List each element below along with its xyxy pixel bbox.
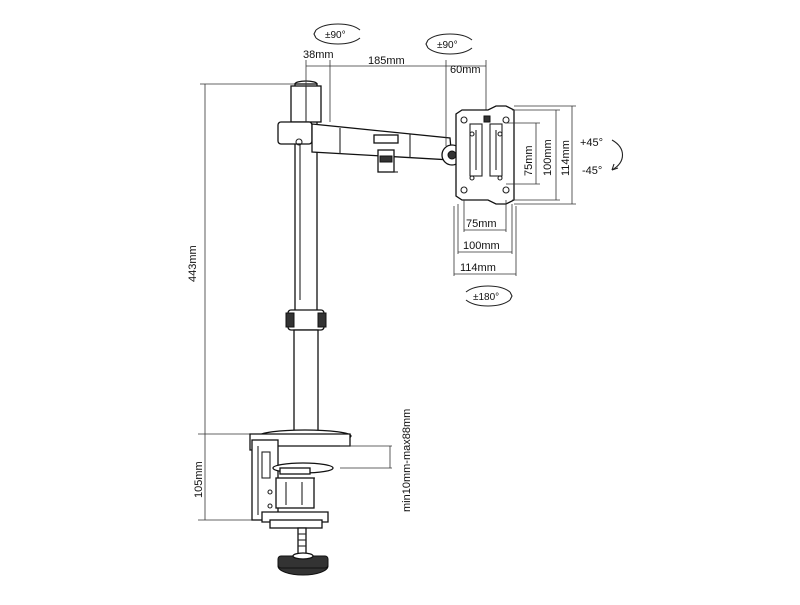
label-h100: 100mm: [463, 240, 500, 252]
label-v75: 75mm: [523, 145, 535, 176]
desk-clamp: [249, 429, 352, 576]
vesa-vertical-dimensions: 75mm 100mm 114mm: [506, 105, 576, 205]
label-clamp-range: min10mm-max88mm: [401, 409, 413, 512]
vesa-plate: [455, 105, 515, 205]
label-60mm: 60mm: [450, 64, 481, 76]
label-tilt-up: +45°: [580, 137, 603, 149]
label-h114: 114mm: [460, 262, 496, 274]
label-rot-arm: ±90°: [325, 30, 346, 41]
label-tilt-down: -45°: [582, 165, 602, 177]
clamp-range-dimension: min10mm-max88mm: [340, 409, 413, 512]
label-185mm: 185mm: [368, 55, 405, 67]
tilt-indicator: +45° -45°: [580, 137, 624, 177]
vesa-horizontal-dimensions: 75mm 100mm 114mm: [453, 200, 517, 276]
label-v100: 100mm: [542, 139, 554, 176]
label-443mm: 443mm: [187, 245, 199, 282]
rotation-badge-arm: ±90°: [313, 23, 361, 45]
top-dimensions: 38mm 185mm 60mm: [303, 49, 487, 146]
label-h75: 75mm: [466, 218, 497, 230]
label-38mm: 38mm: [303, 49, 334, 61]
height-dimension: 443mm: [187, 83, 300, 435]
rotation-badge-plate: ±180°: [465, 285, 513, 307]
label-105mm: 105mm: [193, 461, 205, 498]
rotation-badge-head: ±90°: [425, 33, 473, 55]
label-rot-head: ±90°: [437, 40, 458, 51]
label-v114: 114mm: [560, 140, 572, 176]
label-rot-plate: ±180°: [473, 292, 499, 303]
